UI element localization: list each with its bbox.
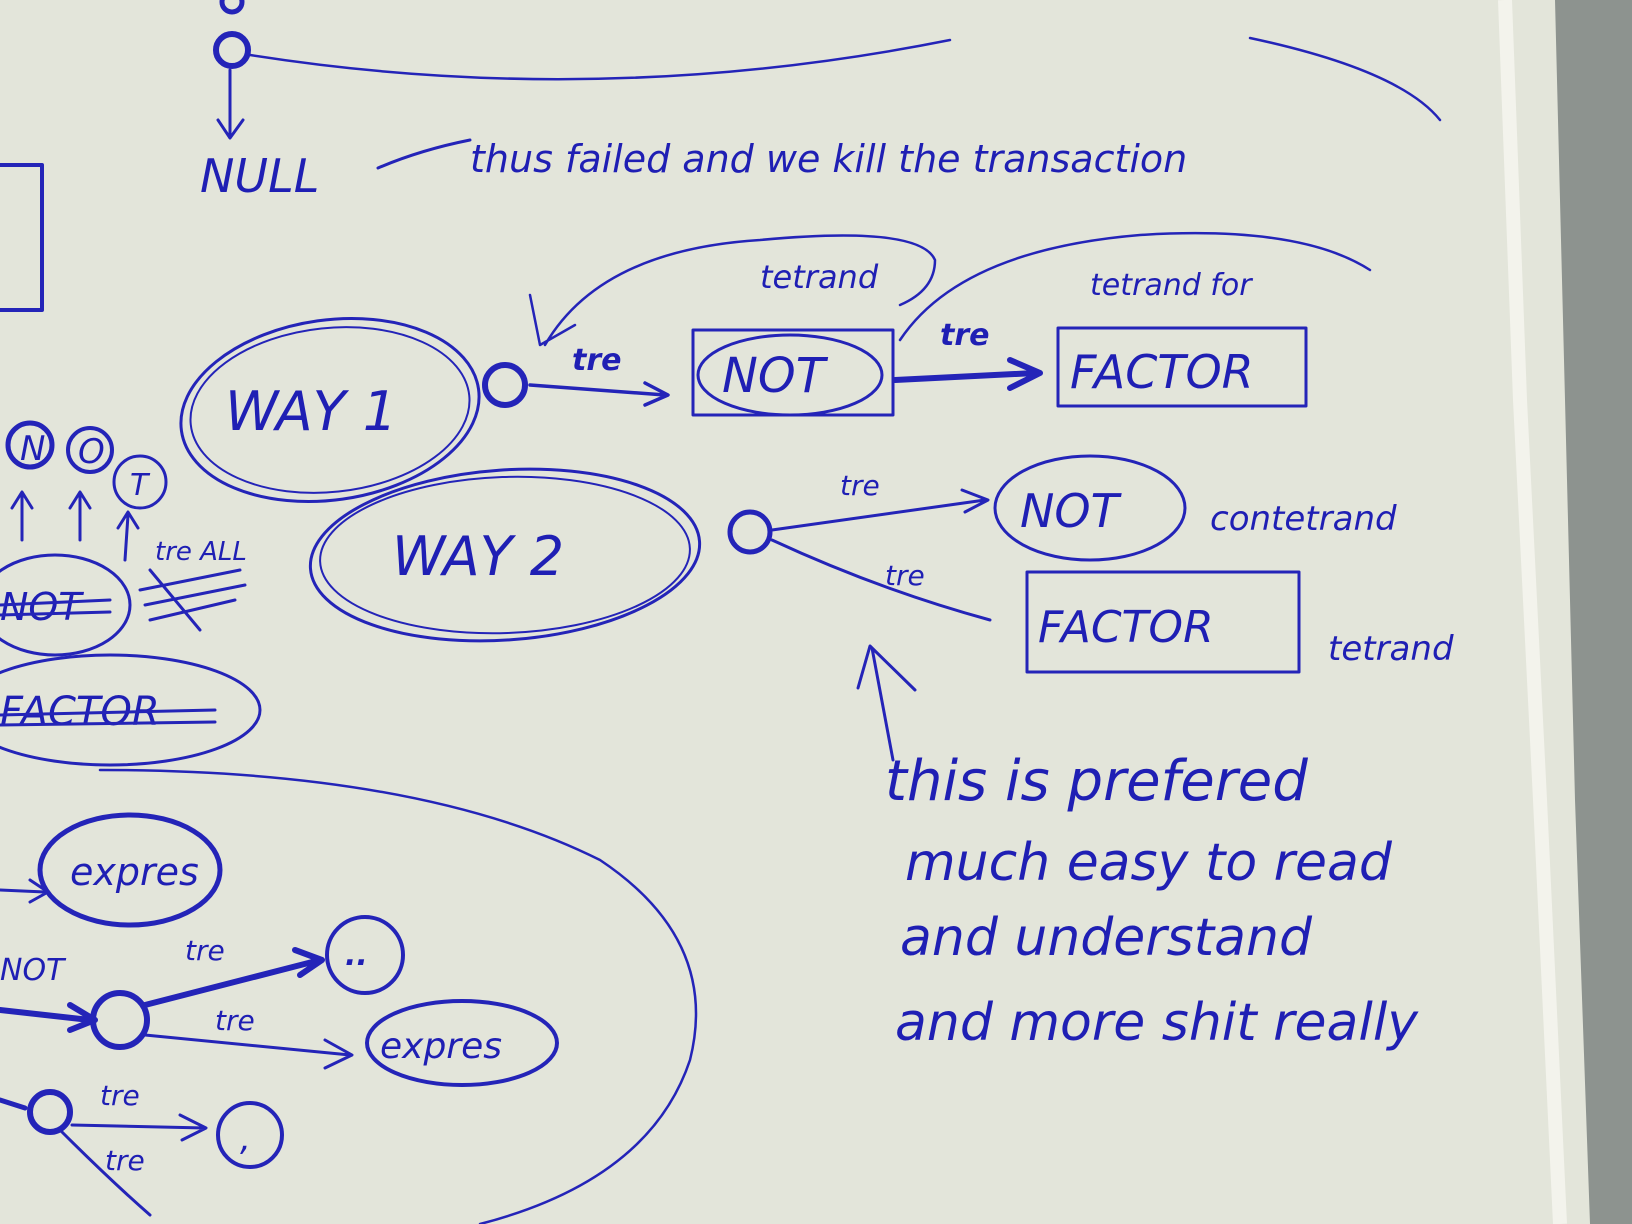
preferred-line4: and more shit really xyxy=(895,993,1419,1053)
way2-not-ellipse xyxy=(993,454,1187,562)
way2-edge1-arrow xyxy=(770,488,990,532)
margin-lower-in-arrow xyxy=(0,1097,28,1111)
way2-ellipse xyxy=(308,467,702,643)
margin-comma-label: , xyxy=(240,1119,251,1159)
way1-arc1-head xyxy=(528,293,577,347)
way1-edge2-arrow xyxy=(892,357,1043,391)
null-label: NULL xyxy=(200,149,319,203)
way2-factor-note: tetrand xyxy=(1328,629,1454,669)
null-note: thus failed and we kill the transaction xyxy=(470,137,1187,181)
margin-expr2-label: expres xyxy=(380,1026,502,1067)
margin-node-n xyxy=(5,420,55,470)
top-loop-curve xyxy=(248,36,1442,122)
way1-feedback-arc1 xyxy=(543,234,937,347)
way2-not-label: NOT xyxy=(1020,484,1123,538)
margin-small-note: tre ALL xyxy=(155,537,247,567)
way2-not-note: contetrand xyxy=(1210,499,1397,539)
way1-arc2-note: tetrand for xyxy=(1090,268,1253,303)
way2-label: WAY 2 xyxy=(392,525,564,588)
margin-lower-out-line xyxy=(58,1128,152,1217)
paper-sheet xyxy=(0,0,1590,1224)
margin-expr1-ellipse xyxy=(37,812,223,928)
way1-ellipse-inner xyxy=(189,326,471,494)
crossed-not-label: NOT xyxy=(0,585,84,629)
way1-factor-label: FACTOR xyxy=(1070,345,1254,399)
way2-factor-label: FACTOR xyxy=(1038,602,1214,653)
crossed-factor-strike xyxy=(0,708,217,727)
way2-state-node xyxy=(727,509,773,555)
way1-ellipse xyxy=(179,316,481,504)
margin-edge-a: tre xyxy=(185,934,225,967)
top-state-node xyxy=(219,0,245,15)
crossed-not-ellipse xyxy=(0,553,132,657)
preferred-line3: and understand xyxy=(900,908,1313,968)
preferred-line2: much easy to read xyxy=(905,833,1393,893)
way1-feedback-arc2 xyxy=(898,231,1372,342)
margin-edge-c: tre xyxy=(100,1079,140,1112)
way1-not-ellipse xyxy=(696,333,884,417)
way1-edge1-label: tre xyxy=(572,343,621,378)
margin-node-t xyxy=(112,454,168,510)
big-loop-curve xyxy=(98,768,698,1224)
page-edge xyxy=(1498,0,1567,1224)
margin-to-expr2-arrow xyxy=(143,1033,354,1070)
way1-arc1-note: tetrand xyxy=(760,258,879,296)
margin-to-comma-arrow xyxy=(70,1113,208,1142)
margin-center-in-arrow xyxy=(0,1002,98,1033)
margin-dots-node xyxy=(325,915,405,995)
margin-node-n-label: N xyxy=(20,429,45,469)
scribble-mark xyxy=(138,568,247,632)
margin-node-t-label: T xyxy=(130,468,151,503)
null-state-node xyxy=(213,31,251,69)
way1-state-node xyxy=(482,362,528,408)
way1-edge1-arrow xyxy=(528,381,670,407)
margin-expr2-ellipse xyxy=(365,999,559,1087)
margin-box xyxy=(0,163,44,312)
margin-comma-node xyxy=(216,1101,284,1169)
null-dash xyxy=(376,138,472,170)
way2-edge2-label: tre xyxy=(885,559,925,592)
way1-factor-box xyxy=(1056,326,1308,408)
margin-edge-d: tre xyxy=(105,1144,145,1177)
way1-edge2-label: tre xyxy=(940,318,989,353)
way2-edge2-line xyxy=(770,538,992,622)
way2-factor-box xyxy=(1025,570,1301,674)
margin-up-arrows xyxy=(10,490,140,562)
margin-edge-e: NOT xyxy=(0,953,67,988)
margin-node-o-label: O xyxy=(78,432,105,472)
margin-dots-label: .. xyxy=(345,938,368,973)
margin-lower-node xyxy=(27,1089,73,1135)
way2-edge1-label: tre xyxy=(840,469,880,502)
margin-expr1-label: expres xyxy=(70,850,199,894)
margin-expr1-arrow xyxy=(0,878,50,904)
way1-not-label: NOT xyxy=(722,348,829,404)
crossed-factor-ellipse xyxy=(0,653,262,767)
margin-to-dots-arrow xyxy=(142,947,325,1008)
preferred-line1: this is prefered xyxy=(885,749,1308,814)
way1-label: WAY 1 xyxy=(225,380,397,443)
margin-edge-b: tre xyxy=(215,1004,255,1037)
way2-ellipse-inner xyxy=(319,475,691,635)
crossed-not-strike xyxy=(0,598,112,617)
margin-node-o xyxy=(66,426,114,474)
preferred-arrow xyxy=(856,644,917,762)
null-arrow xyxy=(216,68,245,140)
